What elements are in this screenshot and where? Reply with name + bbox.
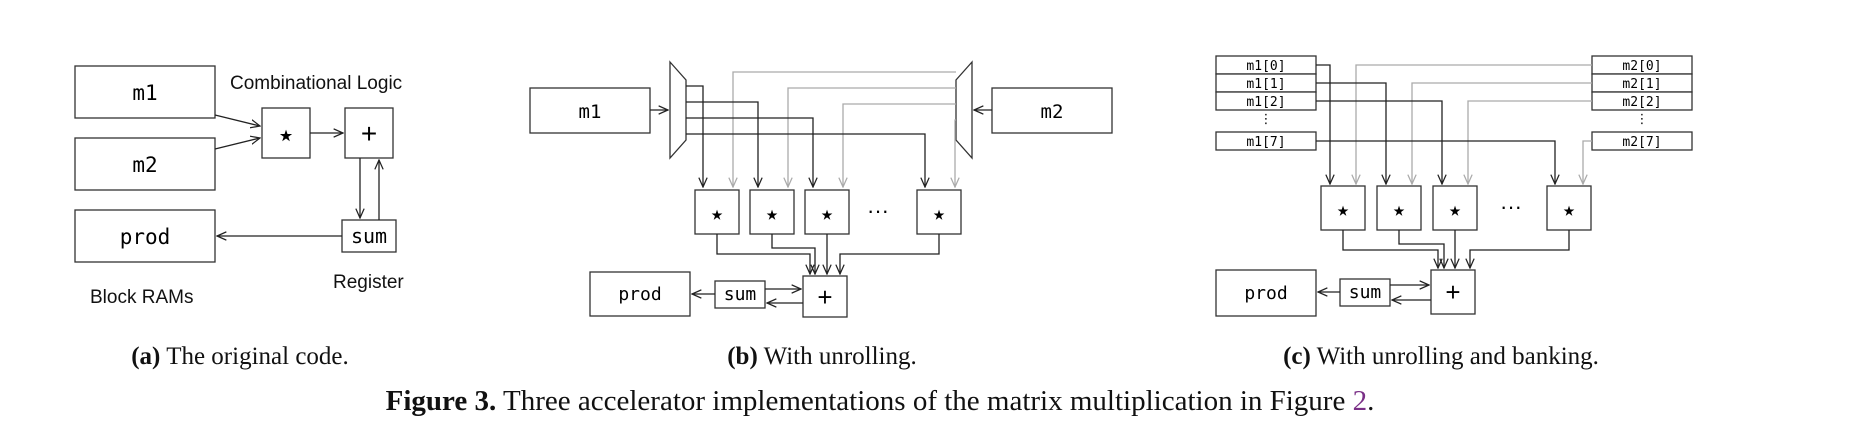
m2-wire-0 — [733, 71, 956, 187]
m1-wire-0 — [686, 85, 703, 187]
m1-wire-1 — [1316, 82, 1386, 184]
m2-label: m2 — [1041, 101, 1064, 123]
mul3-to-add-wire — [1470, 230, 1570, 268]
vdots: ⋮ — [1636, 111, 1649, 126]
figure-caption: Figure 3. Three accelerator implementati… — [386, 385, 1375, 417]
diagram-c: m1[0] m1[1] m1[2] ⋮ m1[7] m2[0] m2[1] m2… — [1215, 55, 1693, 317]
multiplier-symbol: ⋆ — [930, 199, 948, 230]
m2-wire-2 — [843, 103, 956, 187]
m2-wire-1 — [788, 87, 956, 187]
m2-bank-label: m2[1] — [1622, 77, 1661, 92]
multiplier-symbol: ⋆ — [818, 199, 836, 230]
m1-wire-1 — [686, 101, 758, 187]
adder-symbol: + — [1445, 277, 1460, 307]
caption-a-text: The original code. — [160, 343, 348, 370]
prod-label: prod — [1244, 283, 1287, 304]
m1-wire-3 — [686, 133, 925, 187]
m2-bank-label: m2[2] — [1622, 95, 1661, 110]
figure-reference-link[interactable]: 2 — [1353, 385, 1368, 417]
m2-wire-3 — [1583, 140, 1592, 184]
diagram-b: m1 m2 ⋆ ⋆ ⋆ ··· ⋆ + sum p — [529, 60, 1113, 318]
sum-register-box — [714, 280, 766, 309]
m1-bank-label: m1[0] — [1246, 59, 1285, 74]
sum-label: sum — [351, 224, 387, 248]
multiplier-box-2 — [1432, 185, 1478, 231]
mul3-to-add-wire — [840, 234, 940, 274]
caption-a: (a) The original code. — [131, 343, 349, 370]
m2-wire-2 — [1468, 100, 1592, 184]
m2-wire-3 — [955, 119, 956, 187]
ellipsis: ··· — [1500, 194, 1522, 219]
prod-label: prod — [120, 225, 171, 249]
m1-bank-label: m1[7] — [1246, 135, 1285, 150]
m2-bank-label: m2[7] — [1622, 135, 1661, 150]
mul1-to-add-wire — [1398, 230, 1444, 268]
figure-caption-end: . — [1367, 385, 1374, 417]
m2-ram-box — [74, 137, 216, 191]
figure-caption-text: Three accelerator implementations of the… — [496, 385, 1352, 417]
m2-ram-box — [991, 87, 1113, 134]
m1-wire-3 — [1316, 140, 1555, 184]
sum-label: sum — [724, 284, 757, 305]
multiplier-box-1 — [1376, 185, 1422, 231]
m1-bank-label: m1[2] — [1246, 95, 1285, 110]
m1-wire-2 — [1316, 100, 1442, 184]
sum-label: sum — [1349, 282, 1382, 303]
m2-crossbar — [955, 60, 973, 160]
adder-box — [1430, 269, 1476, 315]
m1-ram-box — [74, 65, 216, 119]
multiplier-box-1 — [749, 189, 795, 235]
m2-wire-0 — [1356, 64, 1592, 184]
adder-box — [344, 107, 394, 159]
adder-symbol: + — [361, 118, 377, 149]
adder-box — [802, 275, 848, 318]
m1-to-mul-wire — [214, 114, 260, 126]
multiplier-symbol: ⋆ — [708, 199, 726, 230]
m1-wire-0 — [1316, 64, 1330, 184]
prod-ram-box — [1215, 269, 1317, 317]
m1-wire-2 — [686, 117, 813, 187]
figure-caption-label: Figure 3. — [386, 385, 497, 417]
vdots: ⋮ — [1260, 111, 1273, 126]
multiplier-symbol: ⋆ — [1334, 195, 1352, 226]
m2-bank-label: m2[0] — [1622, 59, 1661, 74]
block-rams-label: Block RAMs — [90, 287, 193, 308]
caption-a-label: (a) — [131, 343, 160, 370]
multiplier-symbol: ⋆ — [276, 117, 296, 153]
mul0-to-add-wire — [716, 234, 810, 274]
multiplier-symbol: ⋆ — [763, 199, 781, 230]
caption-c: (c) With unrolling and banking. — [1283, 343, 1599, 370]
caption-c-text: With unrolling and banking. — [1311, 343, 1599, 370]
prod-ram-box — [589, 271, 691, 317]
m1-crossbar — [669, 60, 687, 160]
multiplier-symbol: ⋆ — [1390, 195, 1408, 226]
mul1-to-add-wire — [771, 234, 815, 274]
caption-c-label: (c) — [1283, 343, 1311, 370]
multiplier-box-2 — [804, 189, 850, 235]
m1-bank-label: m1[1] — [1246, 77, 1285, 92]
caption-b-text: With unrolling. — [758, 343, 917, 370]
mul0-to-add-wire — [1342, 230, 1438, 268]
register-label: Register — [333, 272, 404, 293]
multiplier-symbol: ⋆ — [1560, 195, 1578, 226]
adder-symbol: + — [817, 282, 832, 312]
combinational-logic-label: Combinational Logic — [230, 73, 402, 94]
caption-b: (b) With unrolling. — [727, 343, 917, 370]
caption-b-label: (b) — [727, 343, 758, 370]
m2-label: m2 — [132, 153, 157, 177]
m1-label: m1 — [132, 81, 157, 105]
m2-wire-1 — [1412, 82, 1592, 184]
prod-label: prod — [618, 284, 661, 305]
prod-ram-box — [74, 209, 216, 263]
multiplier-symbol: ⋆ — [1446, 195, 1464, 226]
m2-to-mul-wire — [214, 138, 260, 150]
ellipsis: ··· — [867, 198, 889, 223]
m1-label: m1 — [579, 101, 602, 123]
diagram-a: Combinational Logic m1 m2 prod ⋆ + sum R… — [74, 65, 404, 308]
